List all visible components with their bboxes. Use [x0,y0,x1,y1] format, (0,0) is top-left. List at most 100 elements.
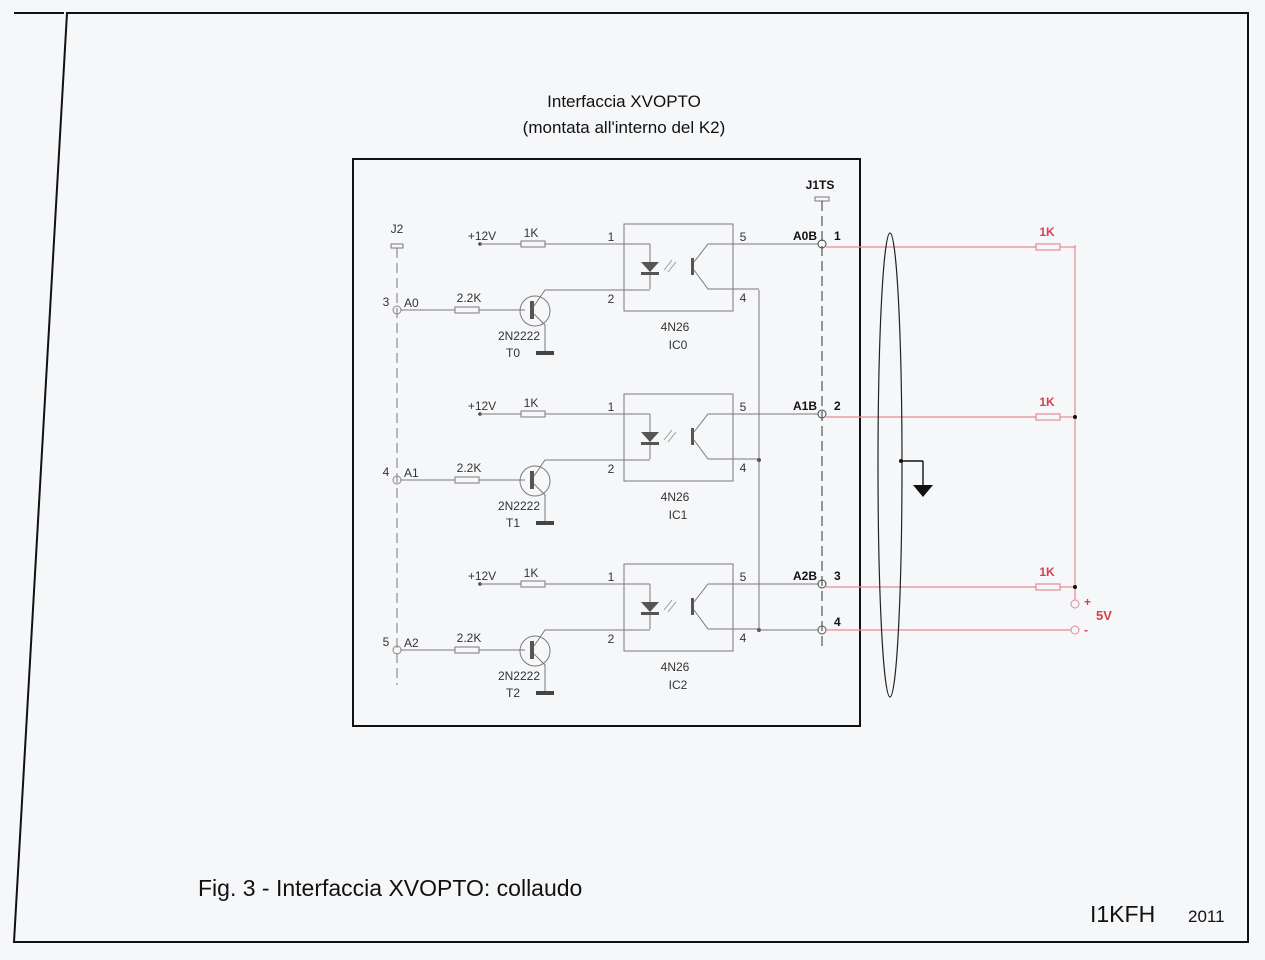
pullup-resistor [1035,583,1061,591]
supply-label: +12V [468,569,496,583]
transistor-part-label: 2N2222 [498,669,540,683]
j2-connector: J2 [390,222,404,685]
supply-minus-label: - [1084,623,1088,637]
title-line-2: (montata all'interno del K2) [523,118,726,137]
j2-pin-label: 3 [383,295,390,309]
led-icon [641,262,659,272]
ic-part-label: 4N26 [661,490,690,504]
junction-dot [757,458,761,462]
ic-ref-label: IC2 [669,678,688,692]
ic-pin-1-label: 1 [608,570,615,584]
cable-shield [877,232,933,698]
ic-ref-label: IC0 [669,338,688,352]
ic-pin-5-label: 5 [740,570,747,584]
supply-voltage-label: 5V [1096,608,1112,623]
ic-part-label: 4N26 [661,320,690,334]
k2-enclosure [352,158,861,727]
ground-icon [536,691,554,695]
base-resistor [454,306,480,314]
external-test-circuit: - + 5V [826,245,1112,637]
phototransistor-icon [691,598,694,615]
pullup-resistor-label: 1K [1039,565,1055,579]
ic-pin-1-label: 1 [608,230,615,244]
ic-pin-4-label: 4 [740,291,747,305]
phototransistor-icon [691,428,694,445]
light-emission-icon [663,429,677,443]
ic-ref-label: IC1 [669,508,688,522]
light-emission-icon [663,259,677,273]
ic-part-label: 4N26 [661,660,690,674]
pullup-resistor-label: 1K [1039,395,1055,409]
j1ts-connector: J1TS [806,178,835,650]
j1ts-pin [817,579,827,589]
npn-transistor-icon [519,289,650,352]
transistor-ref-label: T2 [506,686,520,700]
ic-pin-2-label: 2 [608,462,615,476]
optocoupler [623,563,734,652]
j1ts-pin-label: 3 [834,569,841,583]
junction-dot [1073,415,1077,419]
output-signal-label: A2B [793,569,817,583]
optocoupler [623,223,734,312]
base-resistor [454,646,480,654]
ic-pin-1-label: 1 [608,400,615,414]
ic-pin-5-label: 5 [740,400,747,414]
base-resistor-label: 2.2K [457,291,482,305]
light-emission-icon [663,599,677,613]
year: 2011 [1188,907,1225,926]
pullup-resistor-label: 1K [1039,225,1055,239]
j2-pin-label: 4 [383,465,390,479]
led-resistor [520,580,546,588]
figure-caption: Fig. 3 - Interfaccia XVOPTO: collaudo [198,875,582,901]
j2-pin-label: 5 [383,635,390,649]
led-resistor-label: 1K [524,396,539,410]
supply-plus-terminal [1070,599,1080,609]
j1ts-pin-4-label: 4 [834,615,841,629]
supply-label: +12V [468,399,496,413]
supply-label: +12V [468,229,496,243]
transistor-part-label: 2N2222 [498,499,540,513]
ground-icon [536,351,554,355]
phototransistor-icon [691,258,694,275]
input-signal-label: A1 [404,466,419,480]
output-signal-label: A1B [793,399,817,413]
npn-transistor-icon [519,459,650,522]
input-signal-label: A2 [404,636,419,650]
led-resistor [520,410,546,418]
npn-transistor-icon [519,629,650,692]
pullup-resistor [1035,413,1061,421]
ic-pin-4-label: 4 [740,631,747,645]
led-resistor-label: 1K [524,226,539,240]
j1ts-pin-label: 1 [834,229,841,243]
ic-pin-5-label: 5 [740,230,747,244]
led-icon [641,432,659,442]
led-resistor [520,240,546,248]
supply-plus-label: + [1084,595,1091,609]
transistor-part-label: 2N2222 [498,329,540,343]
j1ts-pin [817,409,827,419]
output-signal-label: A0B [793,229,817,243]
ground-icon [536,521,554,525]
page-frame [12,12,1249,943]
input-signal-label: A0 [404,296,419,310]
ic-pin-2-label: 2 [608,632,615,646]
j1ts-pin-label: 2 [834,399,841,413]
ic-pin-2-label: 2 [608,292,615,306]
transistor-ref-label: T1 [506,516,520,530]
ic-pin-4-label: 4 [740,461,747,475]
led-resistor-label: 1K [524,566,539,580]
pullup-resistor [1035,243,1061,251]
j1ts-pin [817,239,827,249]
j1ts-label: J1TS [806,178,835,192]
author-callsign: I1KFH [1090,901,1155,927]
base-resistor-label: 2.2K [457,631,482,645]
base-resistor [454,476,480,484]
led-icon [641,602,659,612]
junction-dot [1073,585,1077,589]
optocoupler [623,393,734,482]
